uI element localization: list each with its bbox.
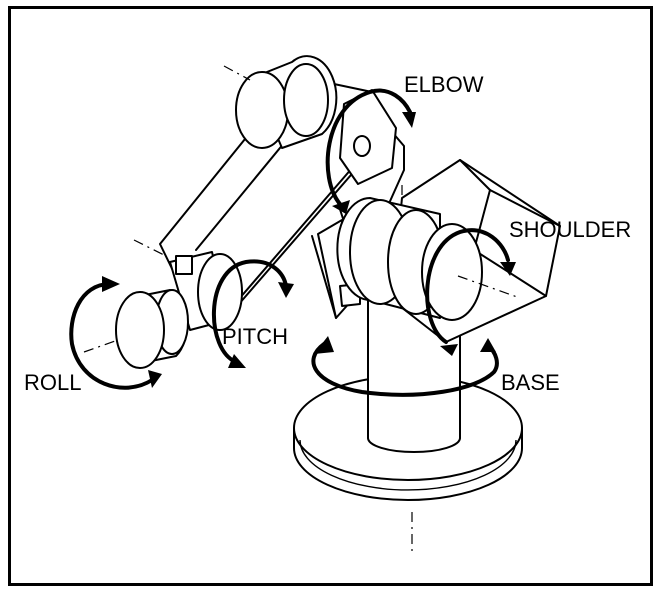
roll-label: ROLL: [24, 370, 81, 395]
shoulder-drum: [336, 197, 521, 321]
roll-flange: [83, 239, 189, 369]
pitch-label: PITCH: [222, 324, 288, 349]
base-label: BASE: [501, 370, 560, 395]
shoulder-rotation-arrow: [425, 228, 516, 356]
base-rotation-arrow: [311, 336, 499, 397]
elbow-drum: [223, 55, 338, 149]
shoulder-label: SHOULDER: [509, 217, 631, 242]
pitch-rotation-arrow: [211, 259, 294, 368]
elbow-label: ELBOW: [404, 72, 484, 97]
roll-rotation-arrow: [69, 276, 162, 390]
elbow-rotation-arrow: [325, 88, 416, 214]
